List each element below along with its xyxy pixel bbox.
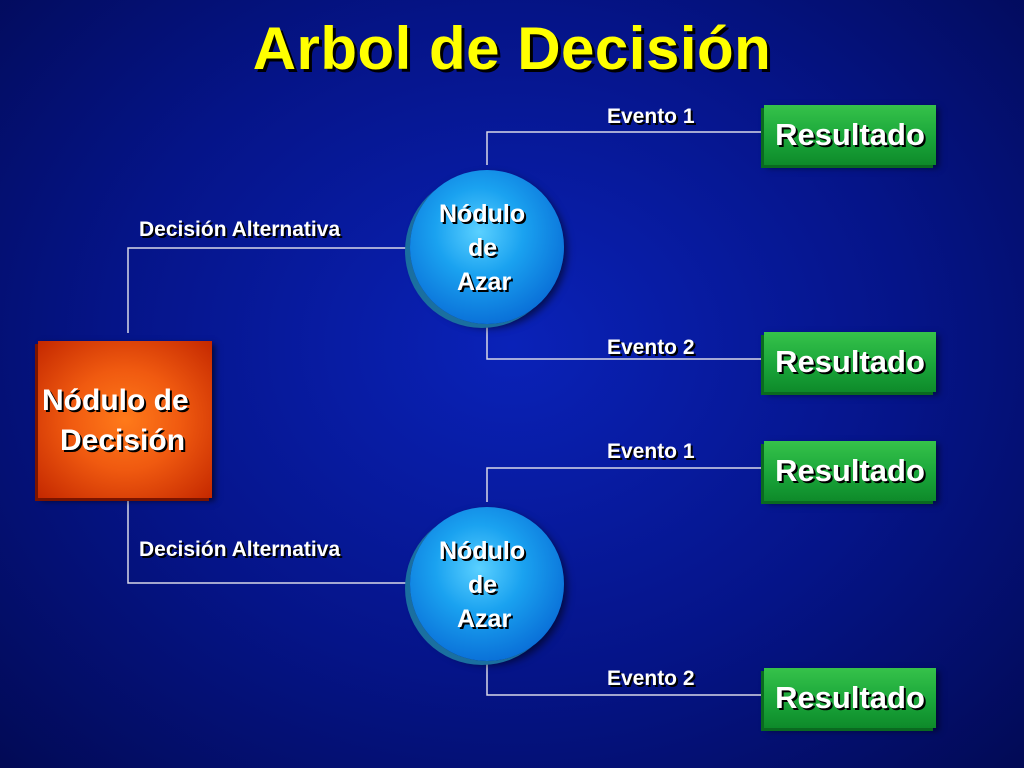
chance-node-2-line2: de [468, 571, 498, 599]
event-label-3: Evento 1 [607, 440, 695, 463]
event-label-2: Evento 2 [607, 336, 695, 359]
result-node-2: Resultado [764, 332, 936, 392]
decision-node: Nódulo de Decisión [38, 341, 212, 498]
alternative-label-1: Decisión Alternativa [139, 218, 341, 241]
chance-node-2-line1: Nódulo [439, 537, 526, 565]
chance-node-1-line2: de [468, 234, 498, 262]
chance-node-1-line3: Azar [457, 268, 512, 296]
event-label-1: Evento 1 [607, 105, 695, 128]
event-label-4: Evento 2 [607, 667, 695, 690]
connector-alternative-1 [127, 247, 410, 333]
decision-node-line2: Decisión [60, 424, 186, 457]
result-node-4: Resultado [764, 668, 936, 728]
result-node-1: Resultado [764, 105, 936, 165]
connector-alternative-2 [127, 494, 410, 584]
connector-event-2a [486, 467, 768, 502]
chance-node-1: Nódulo de Azar [410, 170, 564, 324]
result-node-3: Resultado [764, 441, 936, 501]
alternative-label-2: Decisión Alternativa [139, 538, 341, 561]
connector-event-2b [486, 660, 768, 696]
connector-event-1a [486, 131, 768, 165]
chance-node-2: Nódulo de Azar [410, 507, 564, 661]
connector-event-1b [486, 325, 768, 360]
decision-node-line1: Nódulo de [42, 384, 189, 417]
diagram-title: Arbol de Decisión [252, 15, 772, 82]
chance-node-2-line3: Azar [457, 605, 512, 633]
chance-node-1-line1: Nódulo [439, 200, 526, 228]
